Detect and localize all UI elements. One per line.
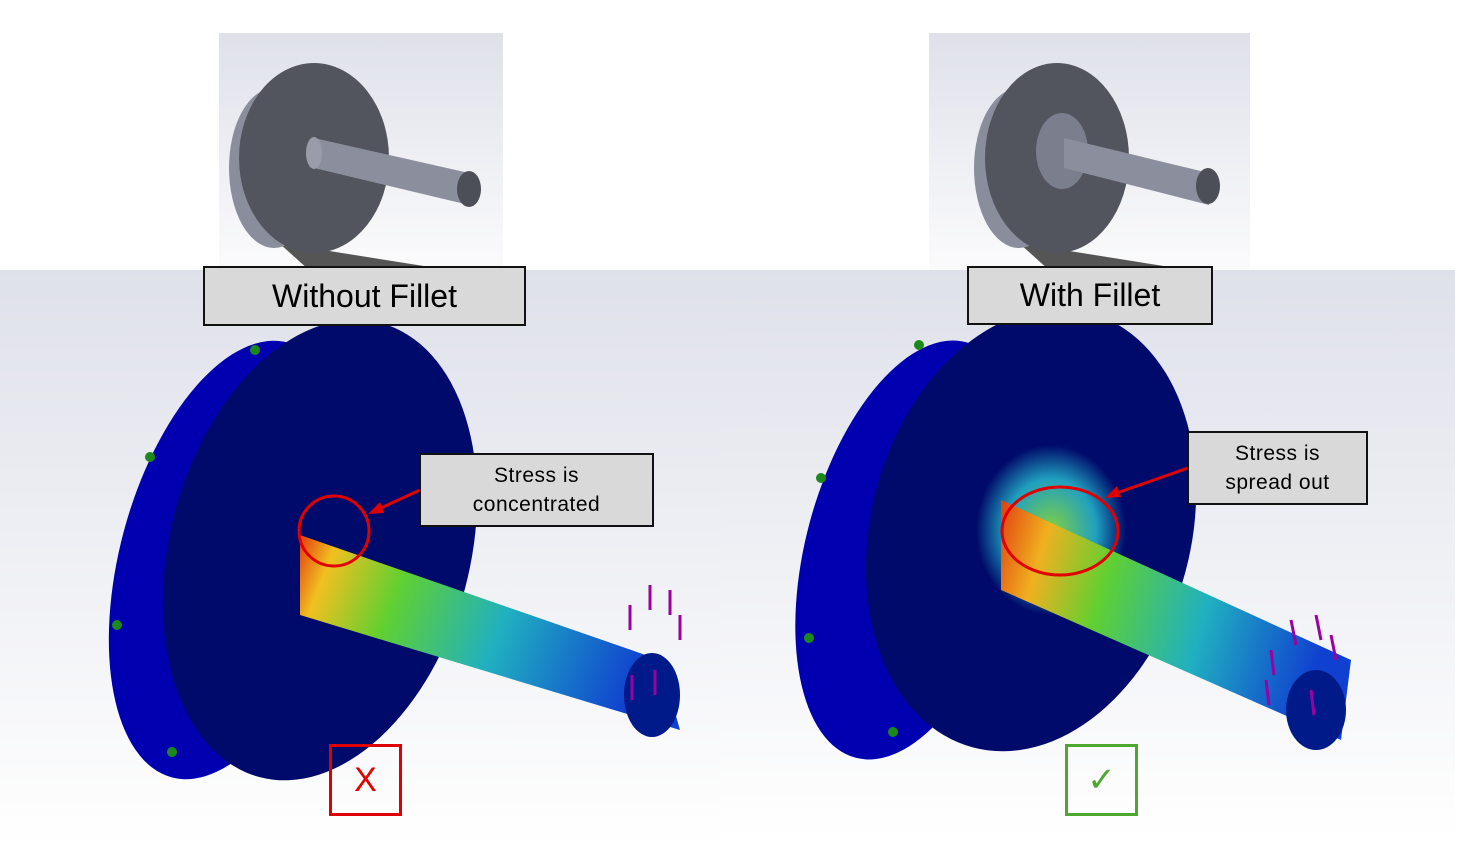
callout-stress-spread-out: Stress is spread out: [1187, 431, 1368, 505]
stress-highlight-circle: [297, 494, 371, 568]
fea-stress-plot-with-fillet: [721, 270, 1455, 840]
callout-line: spread out: [1225, 471, 1330, 494]
callout-line: concentrated: [472, 493, 601, 516]
cad-model-with-fillet: [929, 33, 1250, 270]
fea-stress-plot-without-fillet: [0, 270, 721, 849]
title-without-fillet: Without Fillet: [203, 266, 526, 326]
cad-model-without-fillet: [219, 33, 503, 270]
title-text: Without Fillet: [272, 277, 457, 314]
callout-line: Stress is: [493, 464, 579, 487]
title-text: With Fillet: [1019, 277, 1161, 313]
stress-highlight-ellipse: [1000, 485, 1120, 577]
cross-icon: X: [329, 744, 402, 816]
verdict-cross: X: [354, 760, 377, 799]
verdict-check: ✓: [1087, 761, 1116, 799]
callout-stress-concentrated: Stress is concentrated: [419, 453, 654, 527]
callout-line: Stress is: [1234, 442, 1320, 465]
checkmark-icon: ✓: [1065, 744, 1138, 816]
title-with-fillet: With Fillet: [967, 266, 1213, 325]
